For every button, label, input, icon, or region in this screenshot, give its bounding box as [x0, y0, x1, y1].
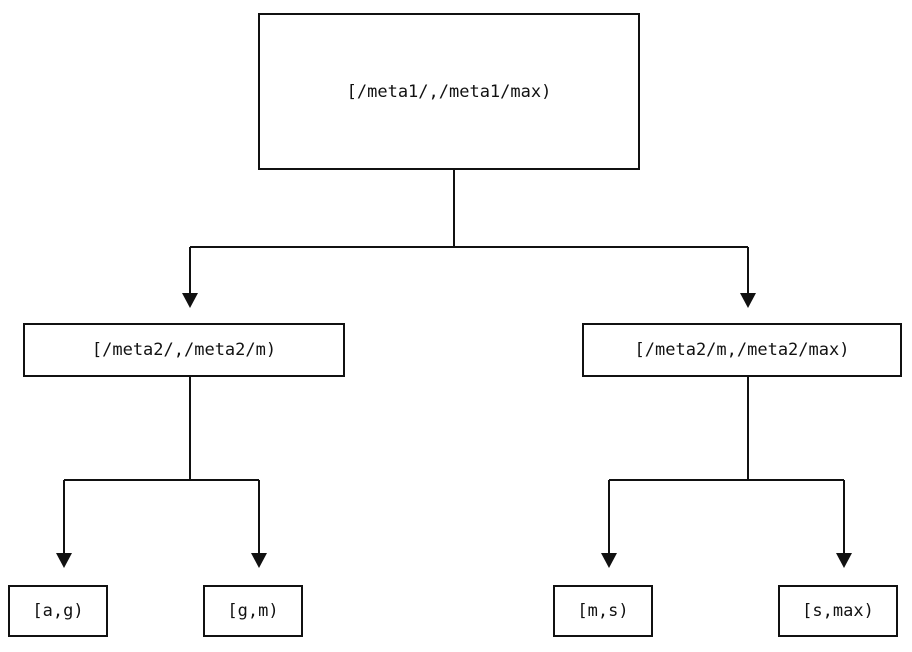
arrowhead-leaf-2 [251, 553, 267, 568]
arrowhead-leaf-3 [601, 553, 617, 568]
arrowhead-right-child [740, 293, 756, 308]
edge-left-child-to-leaves [56, 377, 267, 568]
arrowhead-leaf-4 [836, 553, 852, 568]
tree-node-leaf-1: [a,g) [8, 585, 108, 637]
tree-node-leaf-2: [g,m) [203, 585, 303, 637]
tree-node-leaf-4: [s,max) [778, 585, 898, 637]
tree-node-left-child-label: [/meta2/,/meta2/m) [91, 340, 277, 360]
tree-node-leaf-1-label: [a,g) [32, 601, 84, 621]
tree-node-left-child: [/meta2/,/meta2/m) [23, 323, 345, 377]
tree-node-root-label: [/meta1/,/meta1/max) [346, 81, 552, 102]
arrowhead-left-child [182, 293, 198, 308]
edge-root-to-children [182, 170, 756, 308]
tree-node-root: [/meta1/,/meta1/max) [258, 13, 640, 170]
tree-node-right-child-label: [/meta2/m,/meta2/max) [634, 340, 850, 360]
tree-node-right-child: [/meta2/m,/meta2/max) [582, 323, 902, 377]
tree-node-leaf-4-label: [s,max) [802, 601, 874, 621]
tree-node-leaf-3-label: [m,s) [577, 601, 629, 621]
arrowhead-leaf-1 [56, 553, 72, 568]
tree-node-leaf-3: [m,s) [553, 585, 653, 637]
edge-right-child-to-leaves [601, 377, 852, 568]
tree-node-leaf-2-label: [g,m) [227, 601, 279, 621]
